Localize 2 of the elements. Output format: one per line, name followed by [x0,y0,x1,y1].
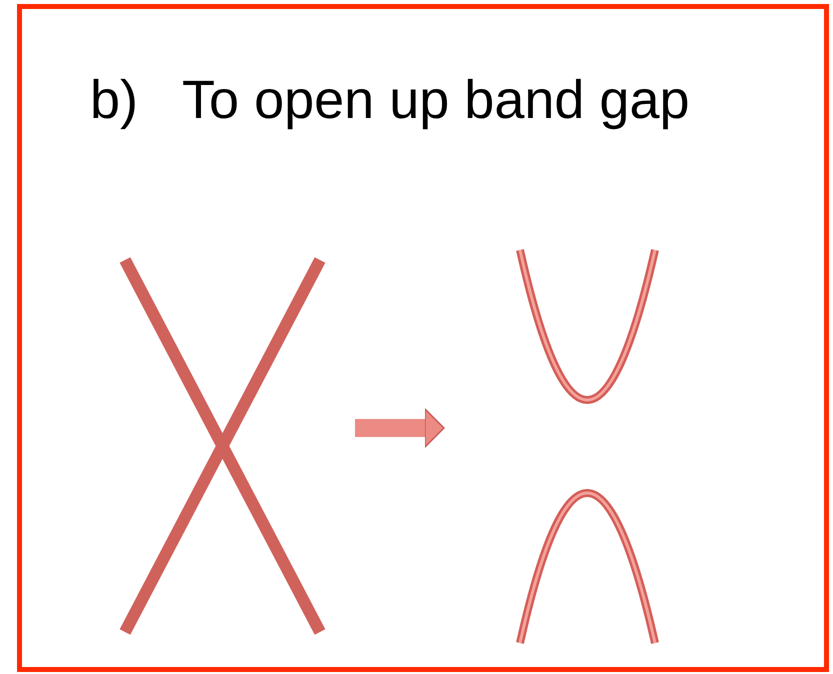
title: b) To open up band gap [90,69,690,132]
block-arrow [355,408,445,448]
